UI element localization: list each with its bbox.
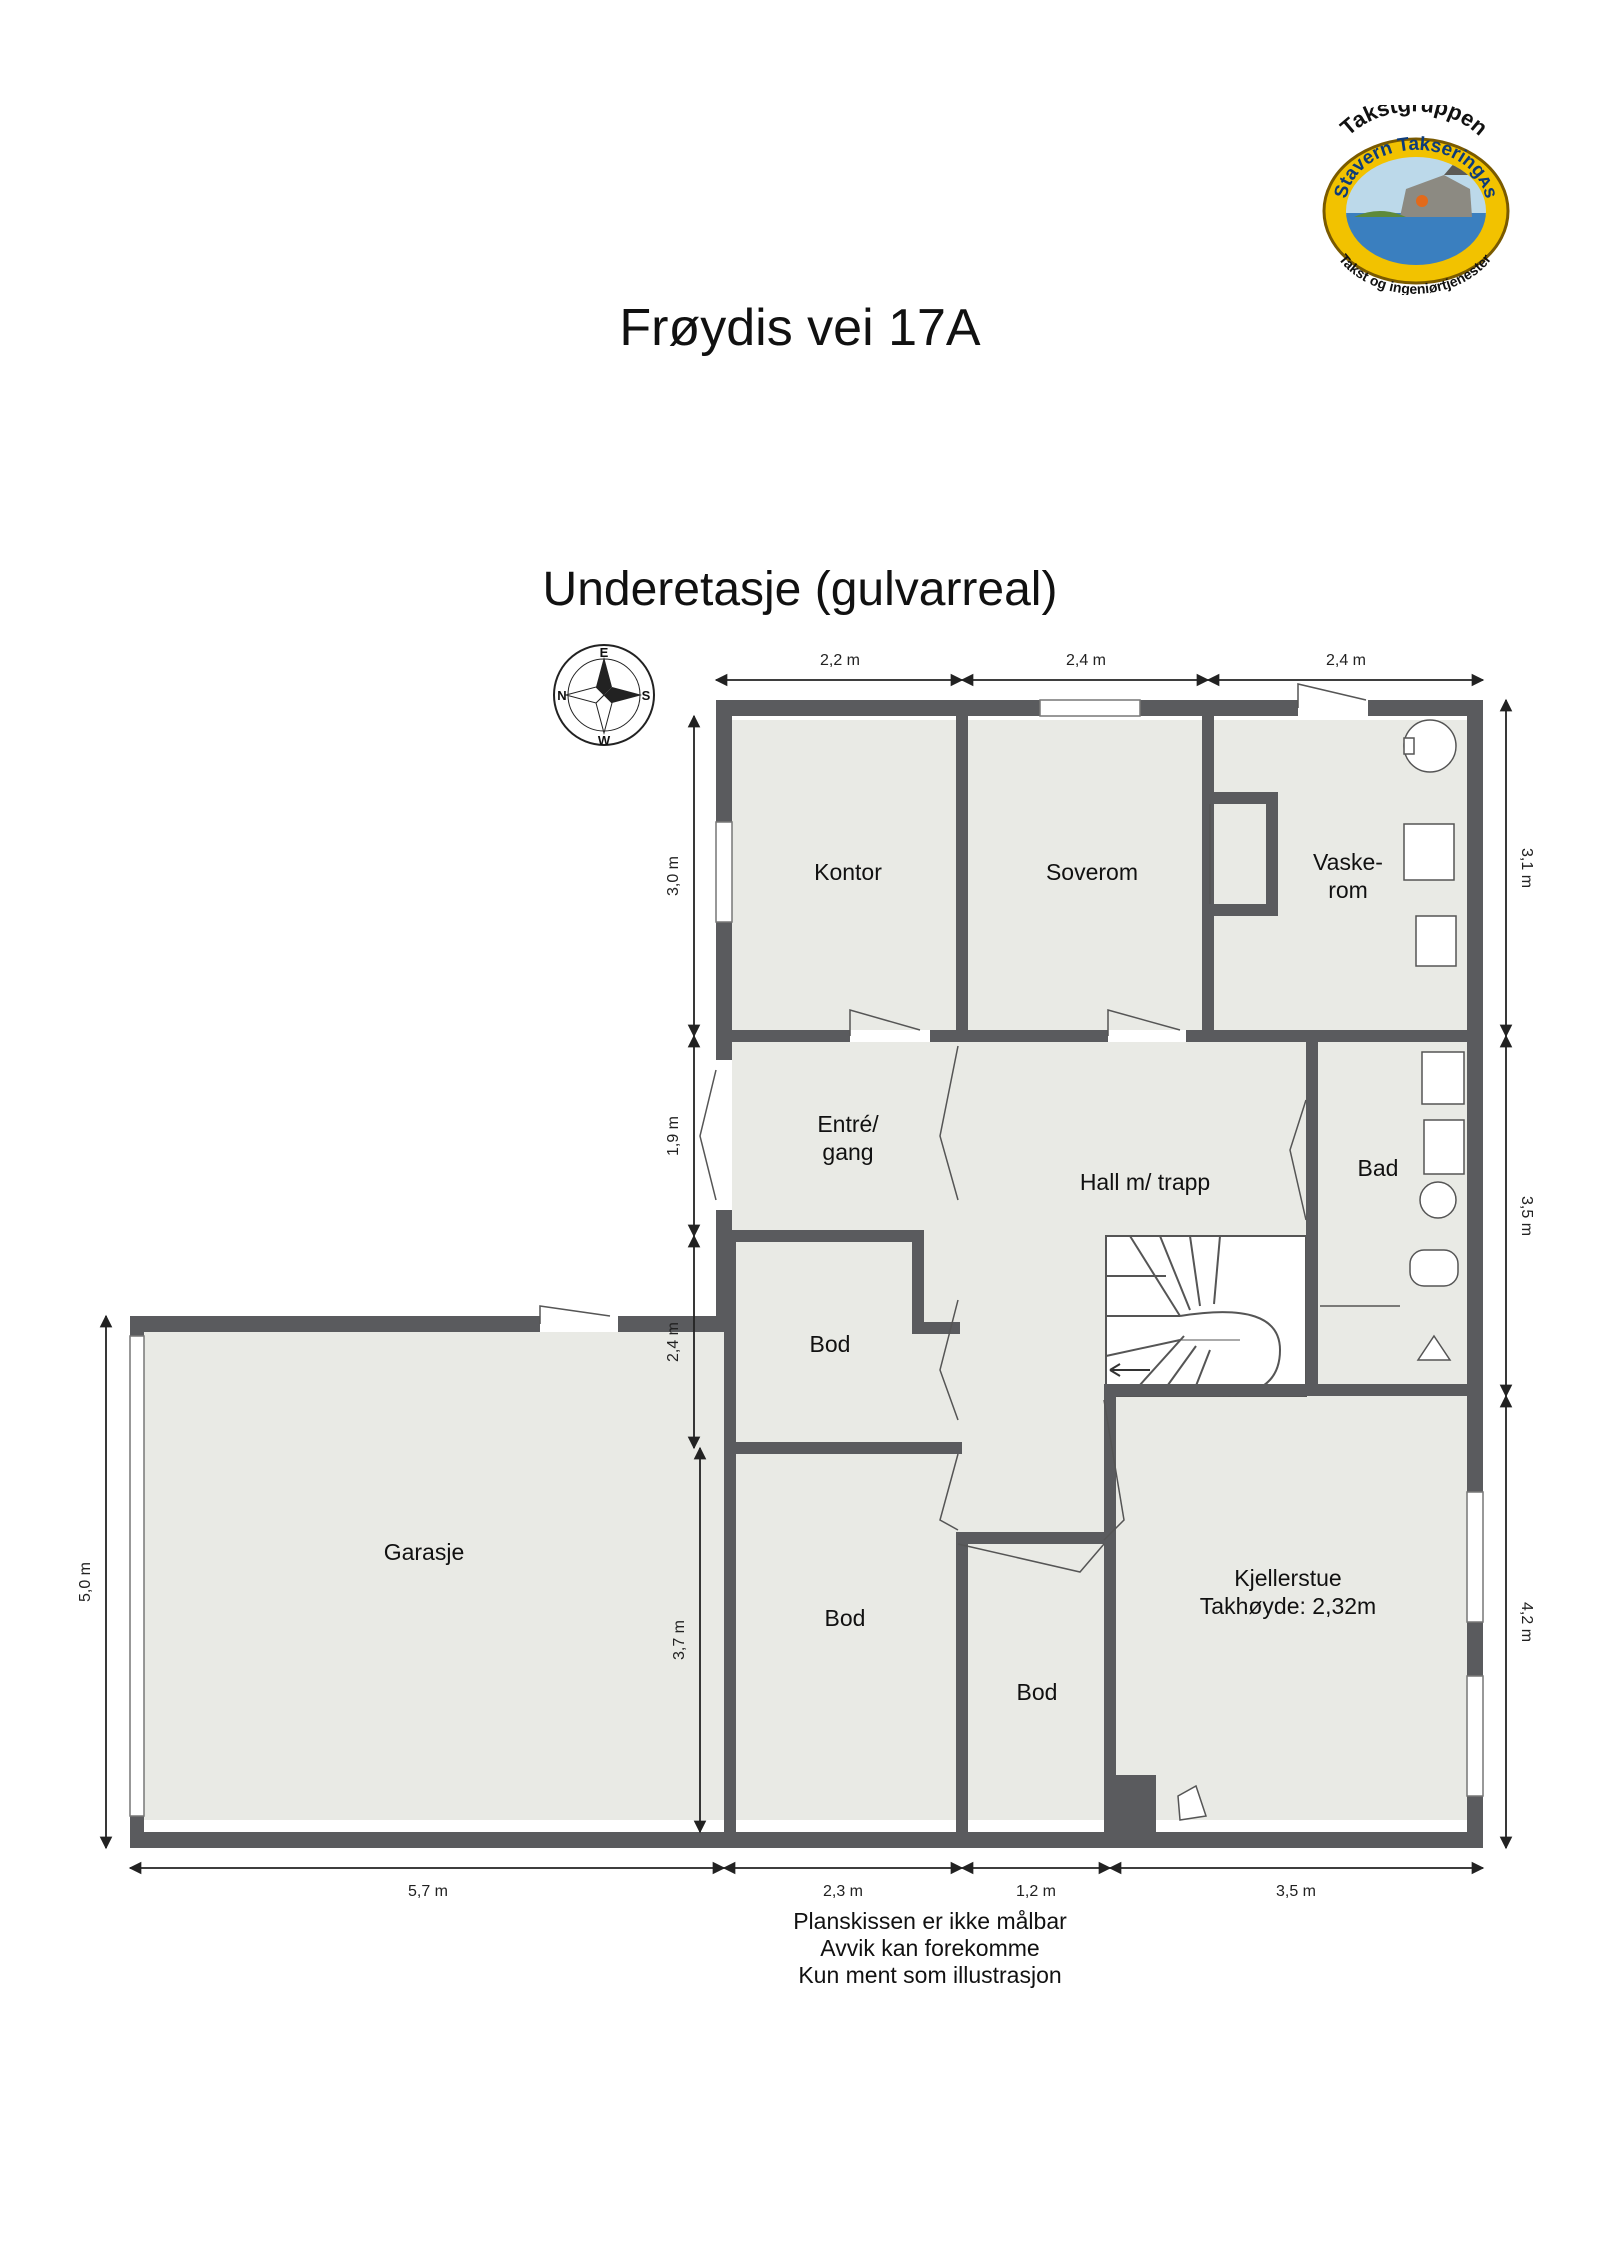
- room-label-hall: Hall m/ trapp: [1080, 1169, 1210, 1195]
- compass-s-label: S: [642, 688, 651, 703]
- shelf-icon: [1423, 1119, 1465, 1175]
- dimension-top-1: 2,2 m: [820, 652, 860, 669]
- disclaimer-line-1: Planskissen er ikke målbar: [793, 1908, 1067, 1934]
- doors: [539, 683, 1400, 1821]
- room-label-soverom: Soverom: [1046, 859, 1138, 885]
- laundry-sink-icon: [1415, 915, 1457, 967]
- compass-e-label: E: [600, 645, 609, 660]
- disclaimer-line-3: Kun ment som illustrasjon: [798, 1962, 1062, 1988]
- compass-n-label: N: [557, 688, 566, 703]
- room-label-entre-1: Entré/: [817, 1111, 879, 1137]
- dimension-left-4: 3,7 m: [671, 1620, 688, 1660]
- dimension-left-garage: 5,0 m: [77, 1562, 94, 1602]
- dimension-right-2: 3,5 m: [1518, 1196, 1535, 1236]
- room-label-bod-3: Bod: [1017, 1679, 1058, 1705]
- dryer-icon: [1403, 823, 1455, 881]
- disclaimer: Planskissen er ikke målbar Avvik kan for…: [0, 1908, 1600, 1989]
- dimension-left-3: 2,4 m: [665, 1322, 682, 1362]
- room-label-bod-2: Bod: [825, 1605, 866, 1631]
- dimension-left-1: 3,0 m: [665, 856, 682, 896]
- room-label-vaskerom-2: rom: [1328, 877, 1368, 903]
- toilet-icon: [1409, 1249, 1459, 1287]
- dimension-bottom-1: 5,7 m: [408, 1883, 448, 1900]
- compass-w-label: W: [598, 733, 611, 748]
- dimension-top-2: 2,4 m: [1066, 652, 1106, 669]
- dimension-right-3: 4,2 m: [1518, 1602, 1535, 1642]
- staircase: [1105, 1235, 1307, 1397]
- room-floors: [140, 720, 1473, 1820]
- disclaimer-line-2: Avvik kan forekomme: [820, 1935, 1040, 1961]
- room-label-garasje: Garasje: [384, 1539, 465, 1565]
- fixtures: [1403, 719, 1465, 1361]
- shower-icon: [1416, 1334, 1452, 1361]
- room-label-vaskerom-1: Vaske-: [1313, 849, 1383, 875]
- bathroom-sink-icon: [1419, 1181, 1457, 1219]
- property-address: Frøydis vei 17A: [619, 299, 981, 357]
- cabinet-icon: [1421, 1051, 1465, 1105]
- room-label-kontor: Kontor: [814, 859, 882, 885]
- room-label-kjellerstue-2: Takhøyde: 2,32m: [1200, 1593, 1376, 1619]
- windows: [129, 699, 1484, 1817]
- dimension-right-1: 3,1 m: [1518, 848, 1535, 888]
- dimension-bottom-3: 1,2 m: [1016, 1883, 1056, 1900]
- dimension-left-2: 1,9 m: [665, 1116, 682, 1156]
- room-label-bod-1: Bod: [810, 1331, 851, 1357]
- dimension-lines: [99, 673, 1513, 1875]
- dimension-bottom-4: 3,5 m: [1276, 1883, 1316, 1900]
- takstgruppen-logo: Takstgruppen Stavern Takseringᴀs Takst o…: [1322, 105, 1510, 295]
- room-label-entre-2: gang: [822, 1139, 873, 1165]
- floor-title: Underetasje (gulvarreal): [542, 563, 1058, 616]
- compass-icon: E W N S: [553, 644, 655, 748]
- room-label-kjellerstue-1: Kjellerstue: [1234, 1565, 1341, 1591]
- dimension-top-3: 2,4 m: [1326, 652, 1366, 669]
- dimension-bottom-2: 2,3 m: [823, 1883, 863, 1900]
- room-label-bad: Bad: [1358, 1155, 1399, 1181]
